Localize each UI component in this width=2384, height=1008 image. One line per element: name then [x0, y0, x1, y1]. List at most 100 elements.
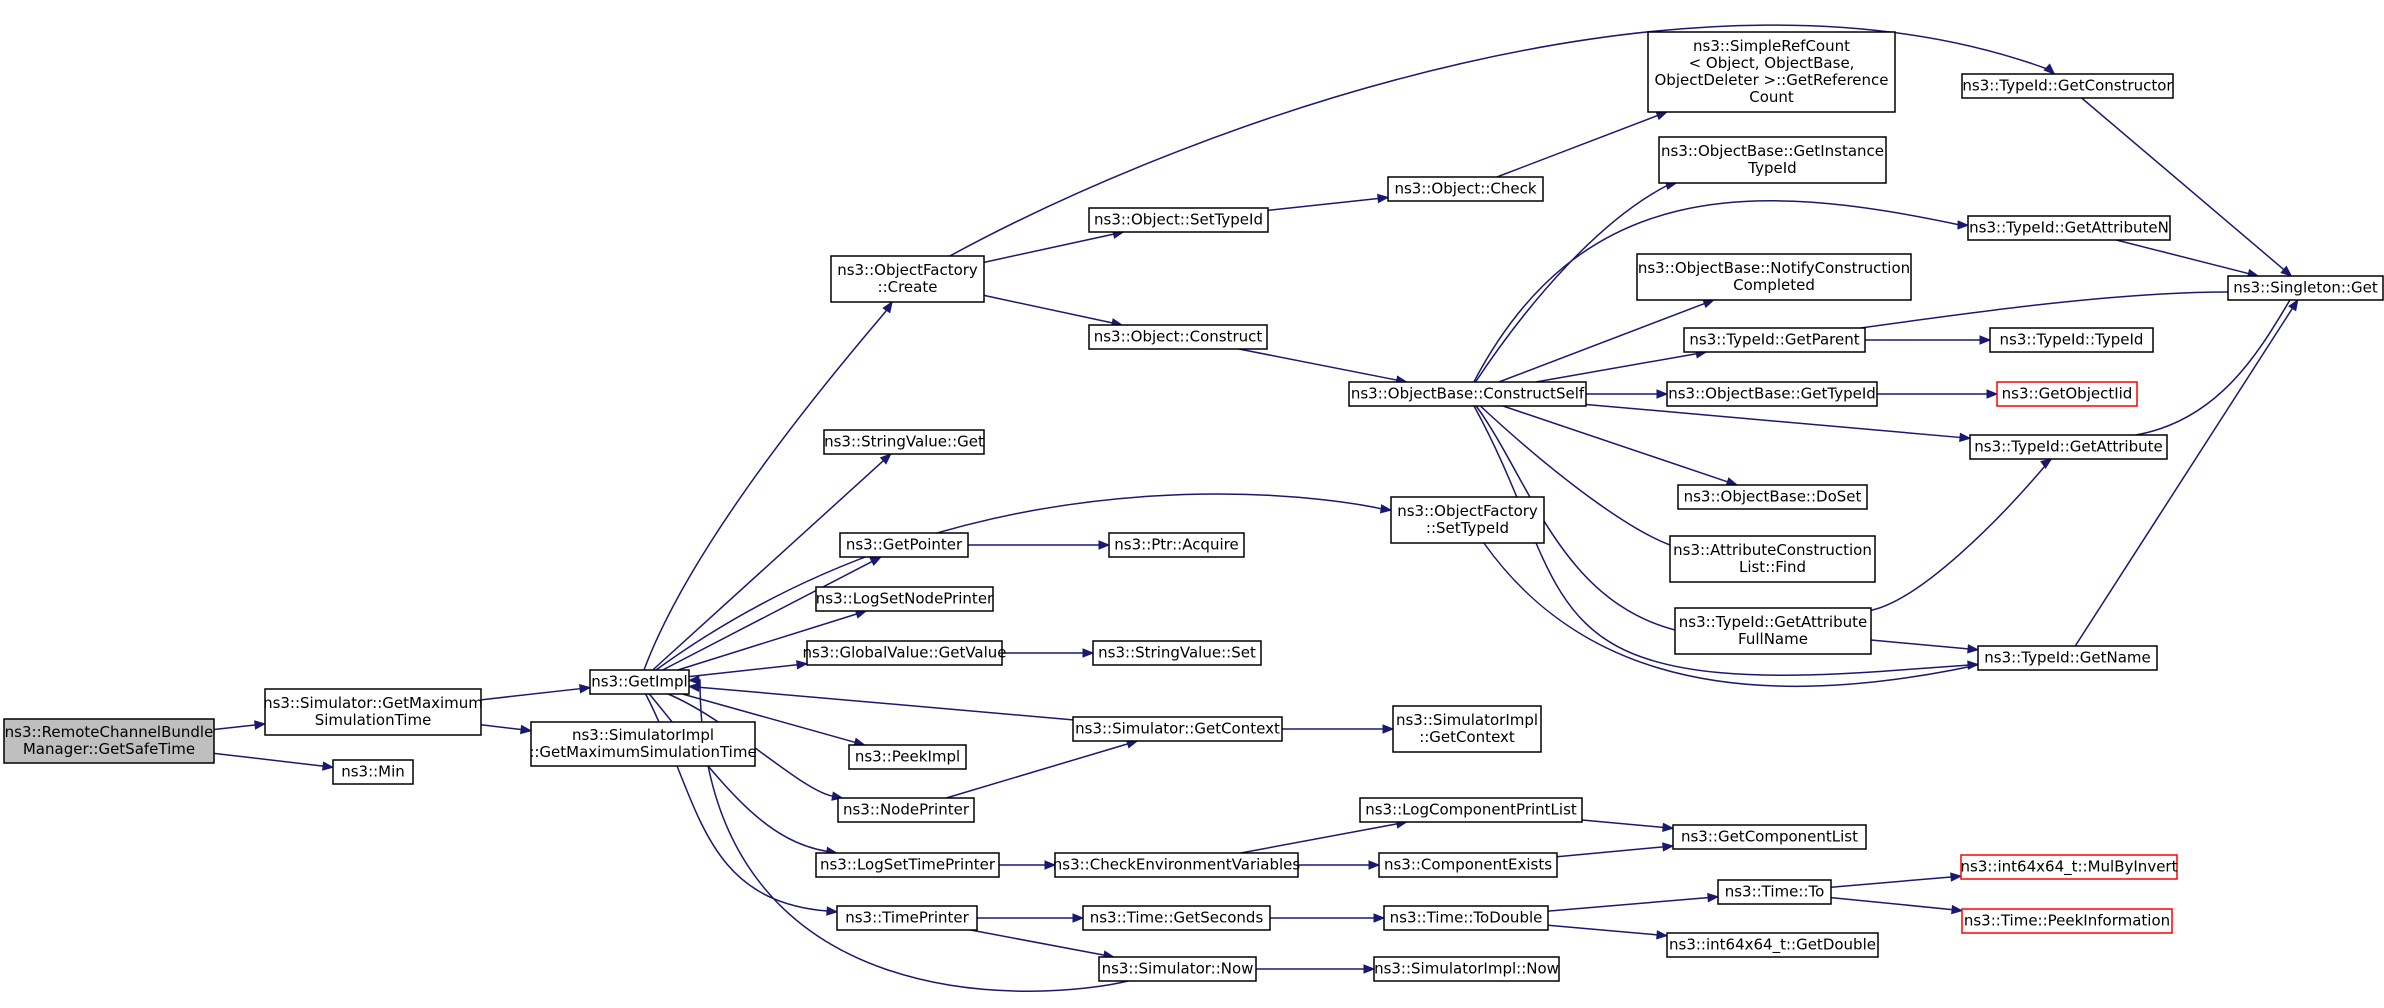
node-getobjectiid[interactable]: ns3::GetObjectIid	[1996, 381, 2138, 407]
node-box	[1373, 956, 1560, 982]
edge-line	[213, 752, 324, 767]
node-logsetnodeprinter[interactable]: ns3::LogSetNodePrinter	[815, 586, 994, 612]
node-simplerefcount[interactable]: ns3::SimpleRefCount< Object, ObjectBase,…	[1647, 31, 1896, 113]
edge-timeto-to-timepeekinfo	[1830, 896, 1964, 915]
node-i64getdouble[interactable]: ns3::int64x64_t::GetDouble	[1666, 932, 1879, 958]
node-simnow[interactable]: ns3::Simulator::Now	[1098, 956, 1257, 982]
node-label: ObjectDeleter >::GetReference	[1654, 71, 1888, 89]
node-ofcreate[interactable]: ns3::ObjectFactory::Create	[830, 255, 985, 303]
node-obgettypeid[interactable]: ns3::ObjectBase::GetTypeId	[1666, 381, 1878, 407]
edge-simnow-to-getimpl	[687, 675, 1129, 992]
node-objsettypeid[interactable]: ns3::Object::SetTypeId	[1088, 207, 1269, 233]
node-box	[815, 586, 994, 612]
edge-line	[1830, 896, 1953, 911]
node-timetodouble[interactable]: ns3::Time::ToDouble	[1383, 905, 1549, 931]
node-checkenv[interactable]: ns3::CheckEnvironmentVariables	[1053, 852, 1301, 878]
node-tidgetattribute[interactable]: ns3::TypeId::GetAttribute	[1969, 434, 2168, 460]
edge-line	[2074, 308, 2294, 647]
node-nodeprinter[interactable]: ns3::NodePrinter	[837, 797, 975, 823]
node-label: ns3::Simulator::GetMaximum	[263, 694, 483, 712]
node-box	[830, 255, 985, 303]
node-box	[1072, 716, 1283, 742]
edge-obconstructself-to-aclistfind	[1479, 405, 1671, 546]
edge-line	[1473, 200, 1961, 383]
node-box	[1960, 854, 2178, 880]
edge-arrowhead	[1967, 660, 1980, 670]
node-tidgetconstructor[interactable]: ns3::TypeId::GetConstructor	[1961, 73, 2174, 99]
node-i64mulbyinvert[interactable]: ns3::int64x64_t::MulByInvert	[1960, 854, 2178, 880]
node-getpointer[interactable]: ns3::GetPointer	[839, 532, 969, 558]
edge-simgetmax-to-simimplgetmax	[480, 724, 533, 735]
node-simimplgetmax[interactable]: ns3::SimulatorImpl::GetMaximumSimulation…	[529, 721, 757, 767]
edge-tidgetname-to-singletonget	[2074, 298, 2299, 647]
node-logsettimeprinter[interactable]: ns3::LogSetTimePrinter	[815, 852, 1000, 878]
node-tidtypeid[interactable]: ns3::TypeId::TypeId	[1989, 327, 2154, 353]
node-gvgetvalue[interactable]: ns3::GlobalValue::GetValue	[802, 640, 1007, 666]
node-ptracquire[interactable]: ns3::Ptr::Acquire	[1108, 532, 1245, 558]
node-obnotifyconstruction[interactable]: ns3::ObjectBase::NotifyConstructionCompl…	[1636, 253, 1912, 301]
edge-line	[1547, 896, 1709, 912]
edge-arrowhead	[1950, 872, 1963, 882]
node-timegetseconds[interactable]: ns3::Time::GetSeconds	[1082, 905, 1271, 931]
node-box	[1666, 381, 1878, 407]
node-timeprinter[interactable]: ns3::TimePrinter	[836, 905, 978, 931]
node-box	[1108, 532, 1245, 558]
edge-line	[480, 724, 522, 731]
node-objconstruct[interactable]: ns3::Object::Construct	[1088, 324, 1268, 350]
node-box	[3, 718, 215, 764]
node-tidgetattributen[interactable]: ns3::TypeId::GetAttributeN	[1967, 215, 2171, 241]
node-root[interactable]: ns3::RemoteChannelBundleManager::GetSafe…	[3, 718, 215, 764]
node-label: ns3::AttributeConstruction	[1673, 541, 1872, 559]
edge-line	[1547, 924, 1658, 936]
node-simgetcontext[interactable]: ns3::Simulator::GetContext	[1072, 716, 1283, 742]
node-compexists[interactable]: ns3::ComponentExists	[1378, 852, 1558, 878]
edge-line	[655, 493, 1382, 671]
edge-arrowhead	[1957, 220, 1970, 230]
node-obdoset[interactable]: ns3::ObjectBase::DoSet	[1677, 484, 1868, 510]
node-objcheck[interactable]: ns3::Object::Check	[1387, 176, 1544, 202]
edge-line	[682, 693, 856, 744]
edge-root-to-min	[213, 752, 335, 771]
node-peekimpl[interactable]: ns3::PeekImpl	[848, 744, 967, 770]
node-getcomponentlist[interactable]: ns3::GetComponentList	[1672, 824, 1867, 850]
node-label: TypeId	[1747, 159, 1796, 177]
node-ofsettypeid[interactable]: ns3::ObjectFactory::SetTypeId	[1390, 496, 1545, 544]
node-box	[836, 905, 978, 931]
edge-line	[1585, 403, 1961, 439]
node-label: ns3::NodePrinter	[843, 801, 970, 819]
edge-tidgetattributen-to-singletonget	[2116, 239, 2260, 279]
edge-arrowhead	[1951, 904, 1964, 915]
node-tidgetparent[interactable]: ns3::TypeId::GetParent	[1683, 327, 1866, 353]
node-obconstructself[interactable]: ns3::ObjectBase::ConstructSelf	[1348, 381, 1587, 407]
node-box	[837, 797, 975, 823]
edge-arrowhead	[687, 675, 700, 685]
node-timeto[interactable]: ns3::Time::To	[1717, 879, 1832, 905]
node-box	[848, 744, 967, 770]
edge-obconstructself-to-obdoset	[1502, 405, 1739, 487]
node-min[interactable]: ns3::Min	[332, 759, 414, 785]
node-logcompprintlist[interactable]: ns3::LogComponentPrintList	[1359, 797, 1583, 823]
node-label: ::GetMaximumSimulationTime	[529, 743, 756, 761]
node-strvalget[interactable]: ns3::StringValue::Get	[823, 429, 985, 455]
edge-timegetseconds-to-timetodouble	[1270, 913, 1386, 923]
edge-line	[1498, 302, 1705, 383]
node-timepeekinfo[interactable]: ns3::Time::PeekInformation	[1961, 908, 2173, 934]
node-getimpl[interactable]: ns3::GetImpl	[589, 669, 690, 695]
node-box	[1967, 215, 2171, 241]
node-strvalset[interactable]: ns3::StringValue::Set	[1092, 640, 1262, 666]
node-simgetmax[interactable]: ns3::Simulator::GetMaximumSimulationTime	[263, 688, 483, 736]
node-simimplnow[interactable]: ns3::SimulatorImpl::Now	[1373, 956, 1560, 982]
node-label: ns3::PeekImpl	[855, 748, 960, 766]
edge-simgetmax-to-getimpl	[480, 684, 592, 701]
edge-root-to-simgetmax	[213, 720, 267, 731]
node-singletonget[interactable]: ns3::Singleton::Get	[2227, 275, 2384, 301]
node-box	[1666, 932, 1879, 958]
node-label: ns3::ComponentExists	[1384, 856, 1552, 874]
edge-line	[2081, 97, 2285, 271]
node-tidgetname[interactable]: ns3::TypeId::GetName	[1977, 645, 2158, 671]
node-simimplgetcontext[interactable]: ns3::SimulatorImpl::GetContext	[1392, 705, 1542, 753]
node-label: ns3::ObjectFactory	[837, 261, 978, 279]
